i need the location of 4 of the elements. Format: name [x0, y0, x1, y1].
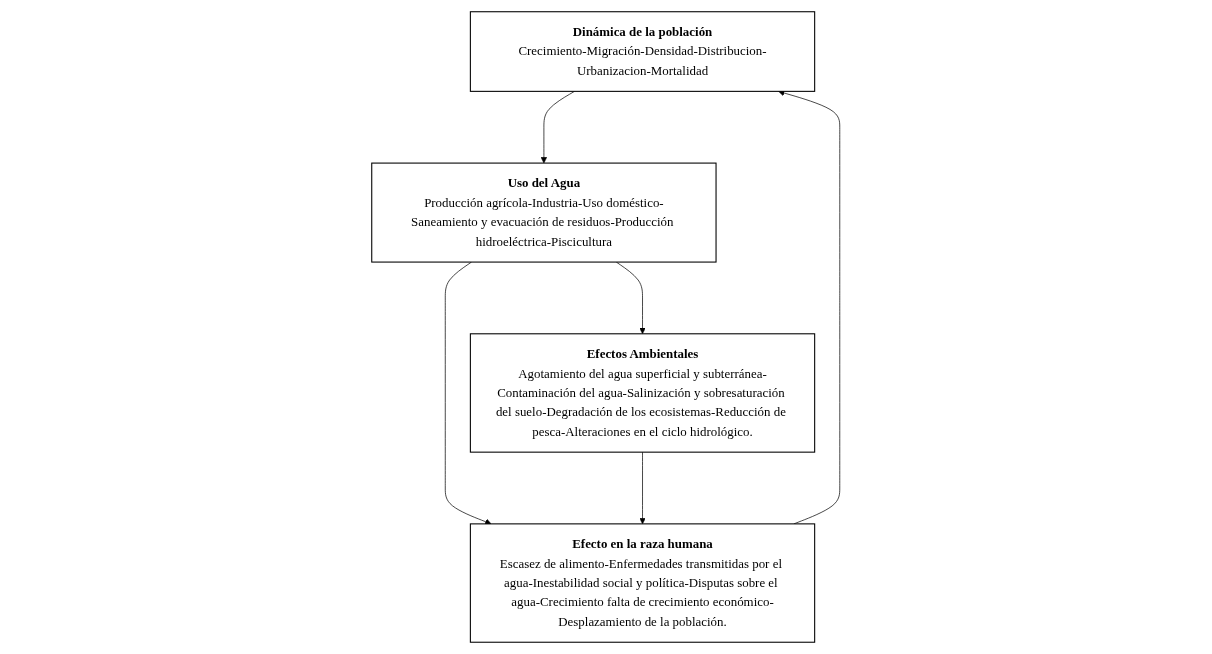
node-box: Efectos Ambientales Agotamiento del agua superficial y subterránea-Contaminación del agua-Salinización y sobresaturación del suelo-Degradación de los ecosistemas-Reducción de pesca-Alteraciones en el ciclo hidrológico. — [470, 333, 816, 453]
node-box: Dinámica de la población Crecimiento-Migración-Densidad-Distribucion-Urbanizacion-Mortalidad — [470, 11, 816, 92]
node-box: Uso del Agua Producción agrícola-Industria-Uso doméstico-Saneamiento y evacuación de residuos-Producción hidroeléctrica-Piscicultura — [371, 162, 717, 263]
node-box: Efecto en la raza humana Escasez de alimento-Enfermedades transmitidas por el agua-Inestabilidad social y política-Disputas sobre el agua-Crecimiento falta de crecimiento económico-Desplazamiento de la población. — [470, 523, 816, 643]
